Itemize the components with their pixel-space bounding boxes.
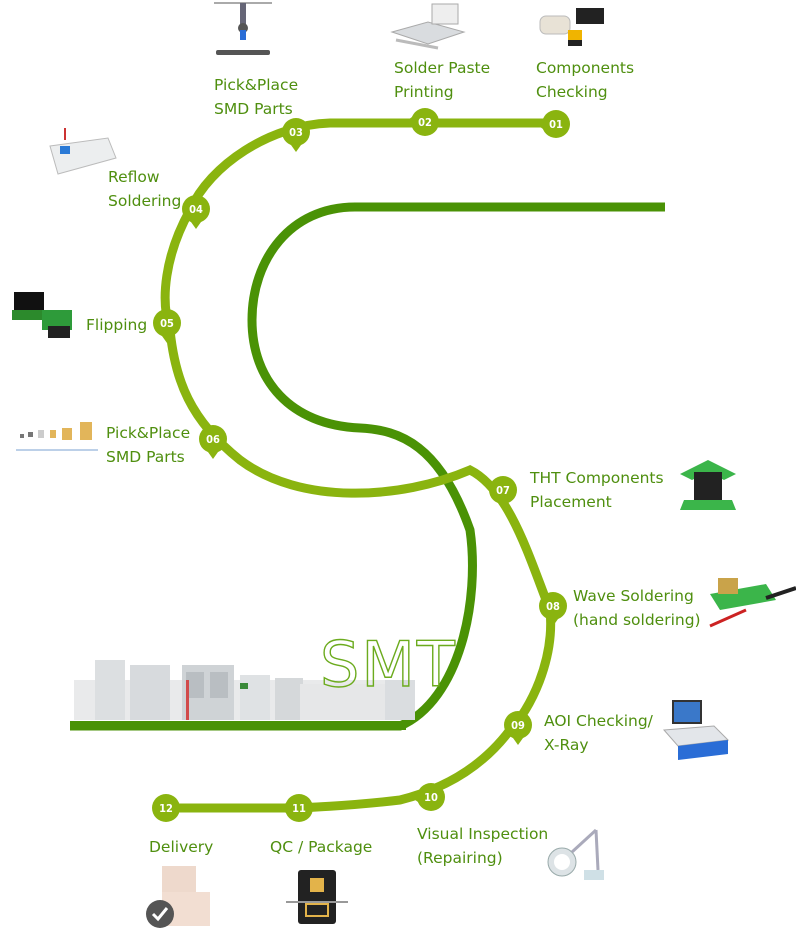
step-badge-08: 08: [539, 592, 567, 626]
step-number: 12: [159, 802, 173, 815]
socket-adapter-icon: [12, 292, 72, 338]
package-box-icon: [146, 866, 210, 928]
step-11-label: QC / Package: [270, 838, 373, 856]
step-badge-11: 11: [279, 794, 313, 822]
step-number: 09: [511, 719, 525, 732]
stencil-printer-icon: [390, 3, 466, 50]
aoi-machine-icon: [662, 700, 730, 760]
step-09-label: AOI Checking/X-Ray: [544, 712, 653, 754]
outer-process-track: [160, 118, 556, 813]
chip-scan-icon: [286, 870, 348, 924]
reflow-oven-icon: [49, 128, 117, 175]
step-badge-01: 01: [536, 110, 570, 138]
probe-board-icon: [709, 578, 796, 628]
step-number: 02: [418, 116, 432, 129]
step-number: 05: [160, 317, 174, 330]
step-number: 04: [189, 203, 203, 216]
step-badge-07: 07: [489, 476, 517, 510]
step-12-label: Delivery: [149, 838, 214, 856]
step-badge-03: 03: [282, 118, 310, 152]
pin-header-icon: [680, 460, 736, 510]
smd-components-icon: [539, 8, 604, 46]
svg-text:SMT: SMT: [320, 628, 457, 701]
step-badge-02: 02: [405, 108, 439, 136]
step-number: 10: [424, 791, 438, 804]
step-badge-06: 06: [199, 425, 227, 459]
smt-logo-text: SMT: [319, 627, 457, 701]
step-number: 01: [549, 118, 563, 131]
step-08-label: Wave Soldering(hand soldering): [573, 587, 701, 629]
inner-s-track: [70, 202, 665, 731]
step-badge-05: 05: [153, 309, 181, 343]
step-badge-09: 09: [504, 711, 532, 745]
step-number: 07: [496, 484, 510, 497]
step-badge-04: 04: [182, 195, 210, 229]
step-05-label: Flipping: [86, 316, 148, 334]
step-badge-12: 12: [152, 794, 180, 822]
step-badge-10: 10: [411, 783, 445, 811]
smd-size-ruler-icon: [16, 422, 98, 451]
step-number: 08: [546, 600, 560, 613]
production-line-base: [70, 721, 406, 730]
pick-and-place-arm-icon: [214, 2, 272, 55]
smt-production-line-image: [74, 660, 415, 720]
step-number: 06: [206, 433, 220, 446]
step-10-label: Visual Inspection(Repairing): [417, 825, 549, 867]
magnifier-lamp-icon: [547, 828, 604, 880]
step-number: 11: [292, 802, 306, 815]
step-number: 03: [289, 126, 303, 139]
